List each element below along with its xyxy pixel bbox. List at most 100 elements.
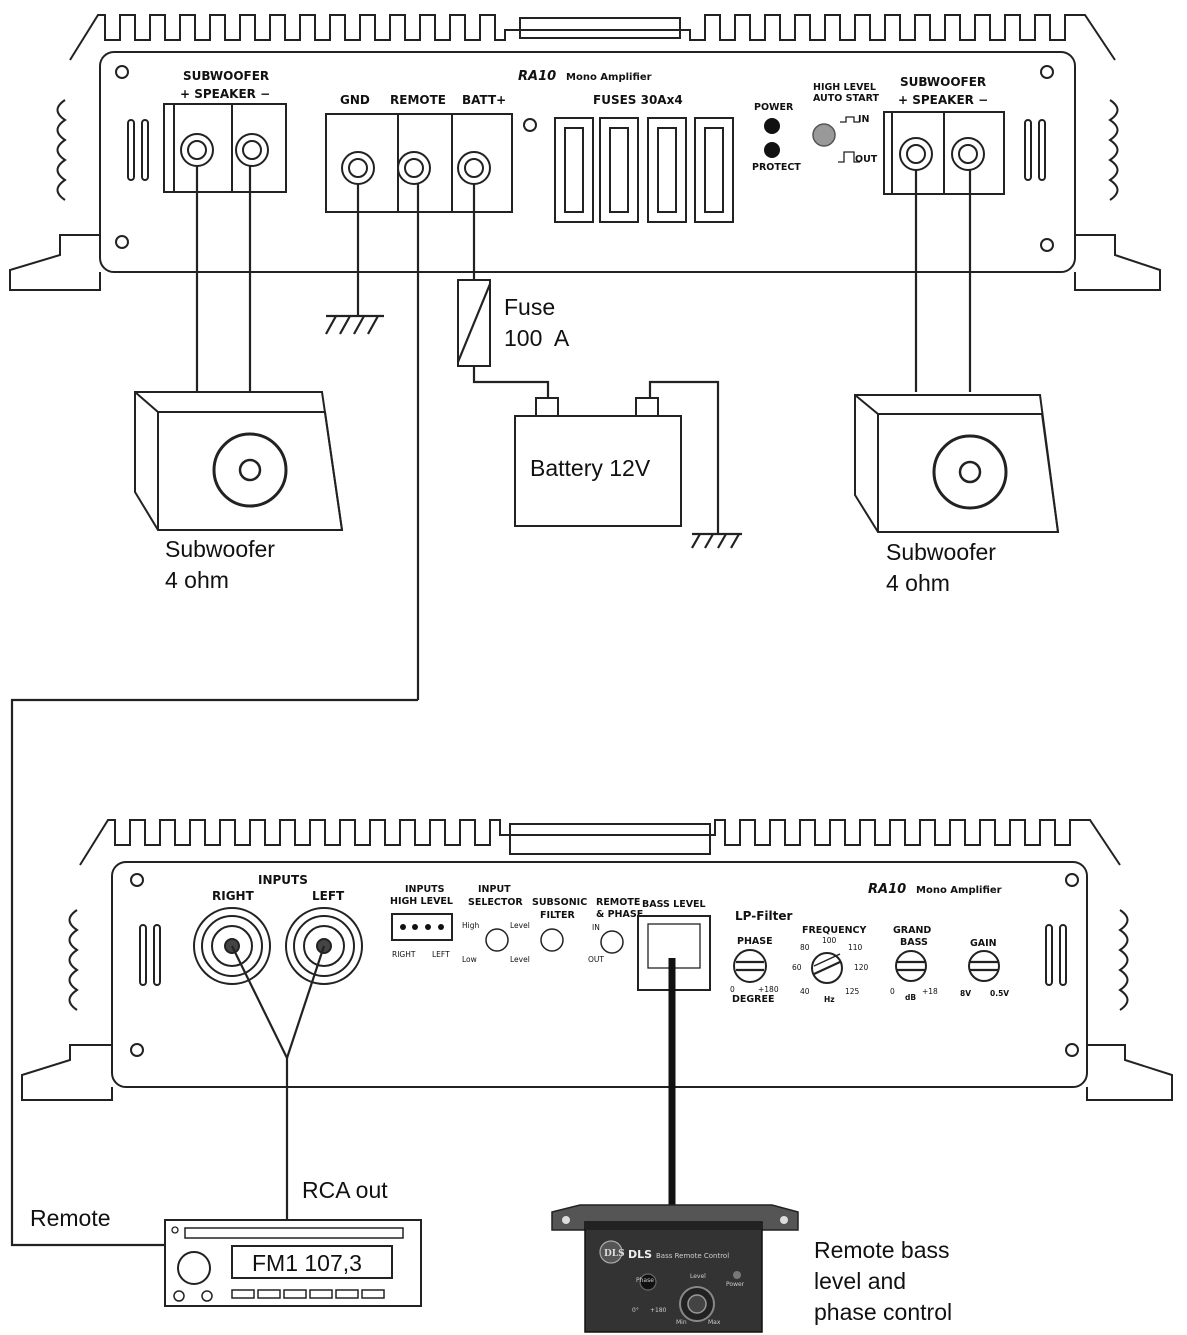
inputs-high-label-2: HIGH LEVEL [390, 896, 453, 907]
freq-110: 110 [848, 943, 863, 952]
subwoofer-left [134, 391, 344, 531]
grand-bass-label-1: GRAND [893, 925, 931, 936]
remote-box-title: Bass Remote Control [656, 1252, 729, 1260]
rp-out-label: OUT [588, 955, 604, 964]
protect-led [764, 142, 780, 158]
fuse-block [554, 117, 734, 223]
batt-label: BATT+ [462, 93, 506, 107]
input-left-label: LEFT [312, 889, 345, 903]
fuse-label-1: Fuse [504, 294, 555, 320]
bottom-amp-model: RA10 [868, 882, 906, 897]
subsonic-switch [540, 928, 564, 952]
power-led-label: POWER [754, 102, 794, 113]
subwoofer-right-label-1: Subwoofer [886, 539, 996, 565]
remote-terminal-label: REMOTE [390, 93, 446, 107]
rca-out-label: RCA out [302, 1177, 388, 1203]
degree-label: DEGREE [732, 994, 774, 1005]
input-right-label: RIGHT [212, 889, 255, 903]
power-led [764, 118, 780, 134]
remote-phase-label-2: & PHASE [596, 909, 643, 920]
gnd-label: GND [340, 93, 370, 107]
freq-125: 125 [845, 987, 860, 996]
phase-knob-label: PHASE [737, 936, 773, 947]
freq-120: 120 [854, 963, 869, 972]
remote-box-p180: +180 [650, 1307, 667, 1314]
hl-right-label: RIGHT [392, 950, 416, 959]
hl-left-label: LEFT [432, 950, 450, 959]
subsonic-label-2: FILTER [540, 910, 575, 921]
top-sub-right-label-1: SUBWOOFER [900, 75, 986, 89]
remote-box-phase: Phase [636, 1277, 654, 1284]
hz-label: Hz [824, 995, 835, 1004]
remote-box-p0: 0° [632, 1307, 639, 1314]
db-label: dB [905, 993, 916, 1002]
left-speaker-terminal [163, 103, 287, 193]
auto-start-switch [812, 123, 836, 147]
high-level-label-2: AUTO START [813, 93, 879, 104]
fuse-label-2: 100 A [504, 325, 570, 351]
grand-bass-label-2: BASS [900, 937, 928, 948]
remote-box-max: Max [708, 1319, 721, 1326]
high-level-connector [391, 913, 453, 941]
frequency-knob [811, 952, 843, 984]
freq-40: 40 [800, 987, 810, 996]
bass-remote-controller [551, 1204, 799, 1333]
remote-control-label-2: level and [814, 1268, 906, 1294]
battery [514, 380, 742, 549]
freq-80: 80 [800, 943, 810, 952]
gain-8v-label: 8V [960, 989, 971, 998]
fuse-100a [456, 279, 550, 398]
remote-control-label-3: phase control [814, 1299, 952, 1325]
grand-bass-knob [895, 950, 927, 982]
rca-wires [231, 945, 326, 1220]
gain-knob [968, 950, 1000, 982]
selector-label-2: SELECTOR [468, 897, 523, 908]
top-amplifier: RA10 Mono Amplifier SUBWOOFER + SPEAKER … [9, 14, 1161, 291]
remote-phase-switch [600, 930, 624, 954]
top-amp-model-sub: Mono Amplifier [566, 72, 652, 83]
sel-high-label: High [462, 921, 479, 930]
lp-filter-label: LP-Filter [735, 909, 793, 923]
phase-0-label: 0 [730, 985, 735, 994]
bottom-amp-model-sub: Mono Amplifier [916, 885, 1002, 896]
rca-right-jack [193, 907, 271, 985]
freq-60: 60 [792, 963, 802, 972]
selector-label-1: INPUT [478, 884, 511, 895]
remote-brand-logo: DLS [604, 1249, 625, 1259]
top-sub-left-label-2: + SPEAKER − [180, 87, 270, 101]
remote-control-label-1: Remote bass [814, 1237, 950, 1263]
top-wires [10, 166, 972, 1247]
power-terminal [325, 113, 513, 213]
protect-led-label: PROTECT [752, 162, 801, 173]
auto-start-out-label: OUT [855, 154, 878, 165]
bass-level-label: BASS LEVEL [642, 899, 706, 910]
subwoofer-right-label-2: 4 ohm [886, 570, 950, 596]
sel-level-2: Level [510, 955, 530, 964]
head-unit-display: FM1 107,3 [252, 1250, 362, 1276]
bottom-amplifier: RA10 Mono Amplifier INPUTS RIGHT LEFT IN… [21, 819, 1173, 1101]
grand-0-label: 0 [890, 987, 895, 996]
fuses-label: FUSES 30Ax4 [593, 93, 683, 107]
top-sub-right-label-2: + SPEAKER − [898, 93, 988, 107]
remote-box-level: Level [690, 1273, 706, 1280]
subwoofer-right [854, 394, 1060, 533]
right-speaker-terminal [883, 111, 1005, 195]
remote-phase-label-1: REMOTE [596, 897, 640, 908]
remote-box-power: Power [726, 1281, 745, 1288]
sel-level-1: Level [510, 921, 530, 930]
rp-in-label: IN [592, 923, 600, 932]
ground-symbol-amp [325, 314, 384, 335]
grand-18-label: +18 [922, 987, 938, 996]
top-sub-left-label-1: SUBWOOFER [183, 69, 269, 83]
inputs-high-label-1: INPUTS [405, 884, 445, 895]
gain-05v-label: 0.5V [990, 989, 1009, 998]
subwoofer-left-label-1: Subwoofer [165, 536, 275, 562]
frequency-label: FREQUENCY [802, 925, 866, 936]
phase-180-label: +180 [758, 985, 779, 994]
gain-label: GAIN [970, 938, 997, 949]
remote-box-min: Min [676, 1319, 687, 1326]
battery-label: Battery 12V [530, 455, 651, 481]
inputs-label: INPUTS [258, 873, 308, 887]
subsonic-label-1: SUBSONIC [532, 897, 587, 908]
input-selector-switch [485, 928, 509, 952]
